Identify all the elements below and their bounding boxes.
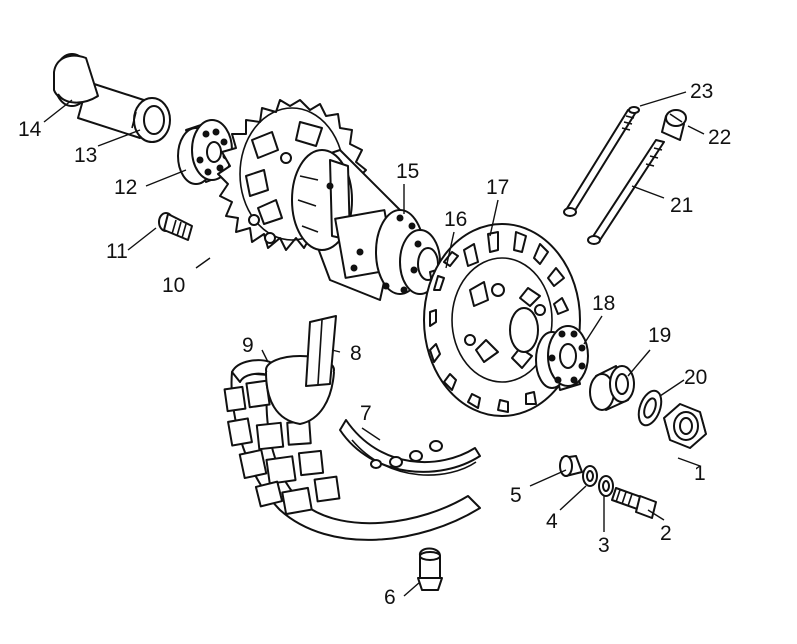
sprocket-cutouts [245, 121, 323, 225]
part-label-20: 20 [684, 366, 707, 389]
axle [563, 106, 640, 217]
part-label-1: 1 [694, 462, 706, 485]
part-label-18: 18 [592, 292, 615, 315]
disc-inner-cutouts [469, 281, 541, 369]
part-label-11: 11 [106, 240, 128, 263]
part-label-7: 7 [360, 402, 372, 425]
valve [417, 547, 443, 591]
part-label-17: 17 [486, 176, 509, 199]
part-label-12: 12 [114, 176, 137, 199]
part-label-8: 8 [350, 342, 362, 365]
long-bolt [587, 139, 665, 245]
disc-slots [429, 231, 569, 413]
hub-holes [326, 182, 422, 294]
bolt-small [611, 487, 657, 519]
part-label-4: 4 [546, 510, 558, 533]
part-label-3: 3 [598, 534, 610, 557]
part-label-5: 5 [510, 484, 522, 507]
part-label-9: 9 [242, 334, 254, 357]
part-label-22: 22 [708, 126, 731, 149]
cap-screw [661, 109, 687, 141]
part-label-6: 6 [384, 586, 396, 609]
bearing-right [535, 325, 589, 391]
lock-washer [582, 465, 598, 487]
rim [339, 419, 481, 476]
inner-tube [305, 315, 337, 387]
tire [223, 355, 481, 541]
sprocket [217, 99, 367, 251]
part-labels: 1 2 3 4 5 6 7 8 9 10 11 12 13 14 15 16 1… [18, 80, 731, 609]
rim-spoke-holes [370, 440, 443, 469]
part-label-16: 16 [444, 208, 467, 231]
nipple-cap [559, 455, 583, 477]
seal [131, 97, 171, 143]
spacer-tube [53, 53, 151, 139]
part-label-23: 23 [690, 80, 713, 103]
bearing-left [177, 119, 233, 185]
washer-small [598, 475, 614, 497]
part-label-14: 14 [18, 118, 42, 141]
axle-nut [663, 403, 707, 449]
leader-lines [43, 91, 705, 597]
sprocket-bolt [158, 212, 193, 241]
part-label-10: 10 [162, 274, 185, 297]
part-label-2: 2 [660, 522, 672, 545]
washer-large [637, 389, 663, 427]
part-label-21: 21 [670, 194, 693, 217]
part-label-13: 13 [74, 144, 97, 167]
part-label-19: 19 [648, 324, 671, 347]
part-label-15: 15 [396, 160, 419, 183]
collar [589, 365, 635, 411]
hub [291, 149, 441, 301]
